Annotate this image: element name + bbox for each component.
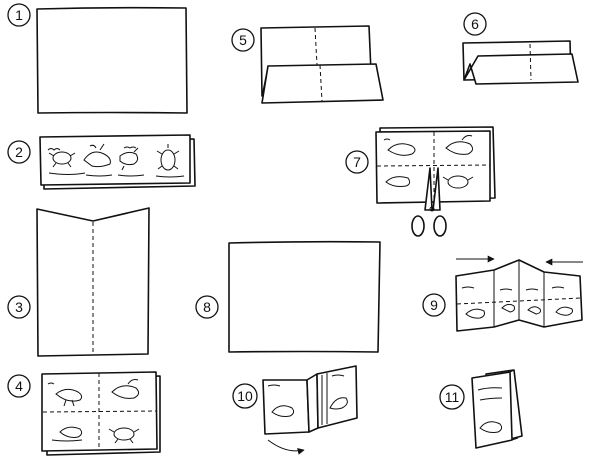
animal-drawing [329,374,348,410]
animal-drawing [108,427,140,444]
step-8-number: 8 [203,299,211,315]
step-5-illustration [260,25,384,104]
fold-line [319,64,323,102]
animal-drawing [385,176,411,187]
step-6-front-folds [463,53,579,85]
curved-arrow-icon [267,439,305,455]
step-7-illustration [375,126,496,237]
step-7-sheet [375,130,491,204]
animal-drawing [477,387,503,433]
step-5-front-half [261,63,384,104]
step-8-badge: 8 [195,295,219,319]
step-4-illustration [41,371,161,456]
animal-drawing [551,286,573,316]
step-11-badge: 11 [439,384,465,410]
step-5-badge: 5 [231,28,255,52]
step-2-badge: 2 [7,140,31,164]
animal-drawing [155,144,185,178]
animal-drawing [267,384,295,417]
animal-drawing [442,175,474,189]
step-6-number: 6 [471,16,479,32]
animal-drawing [445,135,474,155]
step-9-badge: 9 [422,293,446,317]
step-6-badge: 6 [463,12,487,36]
step-9-illustration [455,255,583,332]
step-9-number: 9 [430,297,438,313]
step-2-number: 2 [15,144,23,160]
scissors-icon [411,167,447,237]
step-2-sheet [39,134,191,186]
step-7-badge: 7 [345,150,369,174]
step-1-badge: 1 [7,3,31,27]
animal-drawing [461,286,485,319]
step-11-illustration [471,369,523,449]
animal-drawing [47,148,86,175]
fold-line [376,164,491,167]
step-1-number: 1 [15,7,23,23]
step-4-badge: 4 [7,374,31,398]
fold-line [314,27,318,66]
animal-drawing [83,143,113,177]
animal-drawing [525,288,541,315]
animal-drawing [111,379,140,399]
step-7-number: 7 [353,154,361,170]
step-6-illustration [462,40,579,85]
step-10-number: 10 [237,388,253,404]
step-8-sheet [228,240,381,353]
step-10-page-spine [306,373,319,433]
step-10-illustration [262,365,358,455]
animal-drawing [117,146,145,177]
step-11-number: 11 [445,389,460,405]
step-5-number: 5 [239,32,247,48]
step-11-cover [471,371,513,449]
animal-drawing [47,382,83,407]
animal-drawing [499,288,515,313]
step-10-page-left [262,379,310,435]
step-3-badge: 3 [7,295,31,319]
fold-line [529,43,532,81]
step-2-illustration [39,134,196,190]
step-10-badge: 10 [232,383,258,409]
step-4-number: 4 [15,378,23,394]
fold-line [42,410,157,413]
animal-drawing [383,138,416,156]
step-1-sheet [36,6,188,114]
step-3-illustration [36,207,150,357]
animal-drawing [51,426,83,442]
step-3-number: 3 [15,299,23,315]
